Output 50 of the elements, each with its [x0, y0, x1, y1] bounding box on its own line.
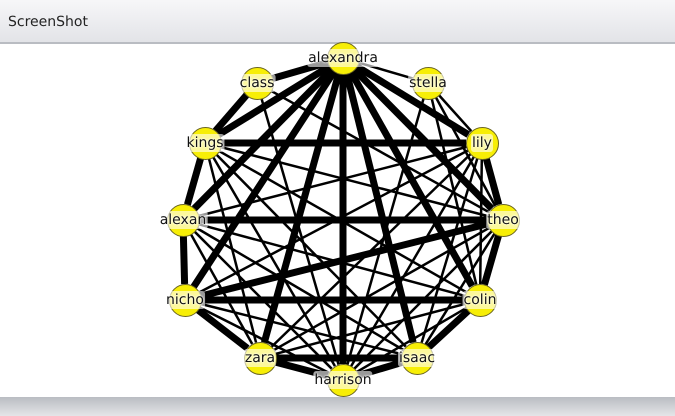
graph-edge	[273, 226, 490, 352]
graph-edge	[196, 307, 250, 351]
node-label: isaac	[398, 349, 436, 367]
node-label: stella	[408, 74, 448, 92]
graph-edge	[260, 72, 342, 344]
graph-edge	[190, 233, 254, 345]
graph-edge	[356, 306, 467, 374]
graph-edge	[215, 154, 407, 348]
graph-edge	[353, 230, 493, 370]
graph-edge	[430, 98, 478, 285]
node-label: lily	[471, 134, 493, 152]
graph-edge	[424, 232, 496, 346]
node-label: zara	[244, 349, 276, 367]
graph-edge	[198, 306, 330, 374]
graph-edge	[350, 156, 475, 367]
node-label: alexan	[158, 211, 208, 229]
graph-edge	[478, 158, 484, 284]
graph-edge	[270, 90, 490, 214]
graph-edge	[434, 96, 496, 207]
graph-edge	[482, 158, 502, 206]
graph-edge	[180, 236, 188, 284]
graph-edge	[260, 98, 340, 365]
node-label: theo	[486, 211, 520, 229]
node-label: kings	[185, 134, 225, 152]
graph-edge	[212, 156, 336, 367]
window-title: ScreenShot	[8, 14, 88, 30]
graph-edge	[216, 63, 332, 138]
graph-edge	[438, 94, 472, 132]
graph-edge	[196, 227, 404, 351]
graph-edge	[340, 74, 346, 364]
graph-edge	[354, 63, 470, 138]
node-label: alexandra	[307, 49, 379, 67]
graph-edge	[270, 153, 472, 348]
node-label: colin	[462, 291, 498, 309]
graph-edge	[275, 302, 465, 356]
graph-edge	[190, 69, 338, 289]
node-label: harrison	[313, 371, 373, 389]
graph-edge	[184, 157, 204, 206]
graph-edge	[481, 234, 502, 286]
graph-edge	[348, 70, 476, 288]
graph-edge	[274, 358, 328, 380]
node-label: nicho	[165, 291, 205, 309]
graph-edge	[208, 158, 258, 343]
graph-edge	[426, 308, 471, 350]
graph-edge	[346, 98, 425, 365]
graph-edge	[276, 354, 401, 362]
node-label: class	[238, 74, 276, 92]
graph-edge	[212, 92, 250, 134]
graph-edge	[420, 158, 479, 344]
graph-edge	[193, 230, 333, 370]
